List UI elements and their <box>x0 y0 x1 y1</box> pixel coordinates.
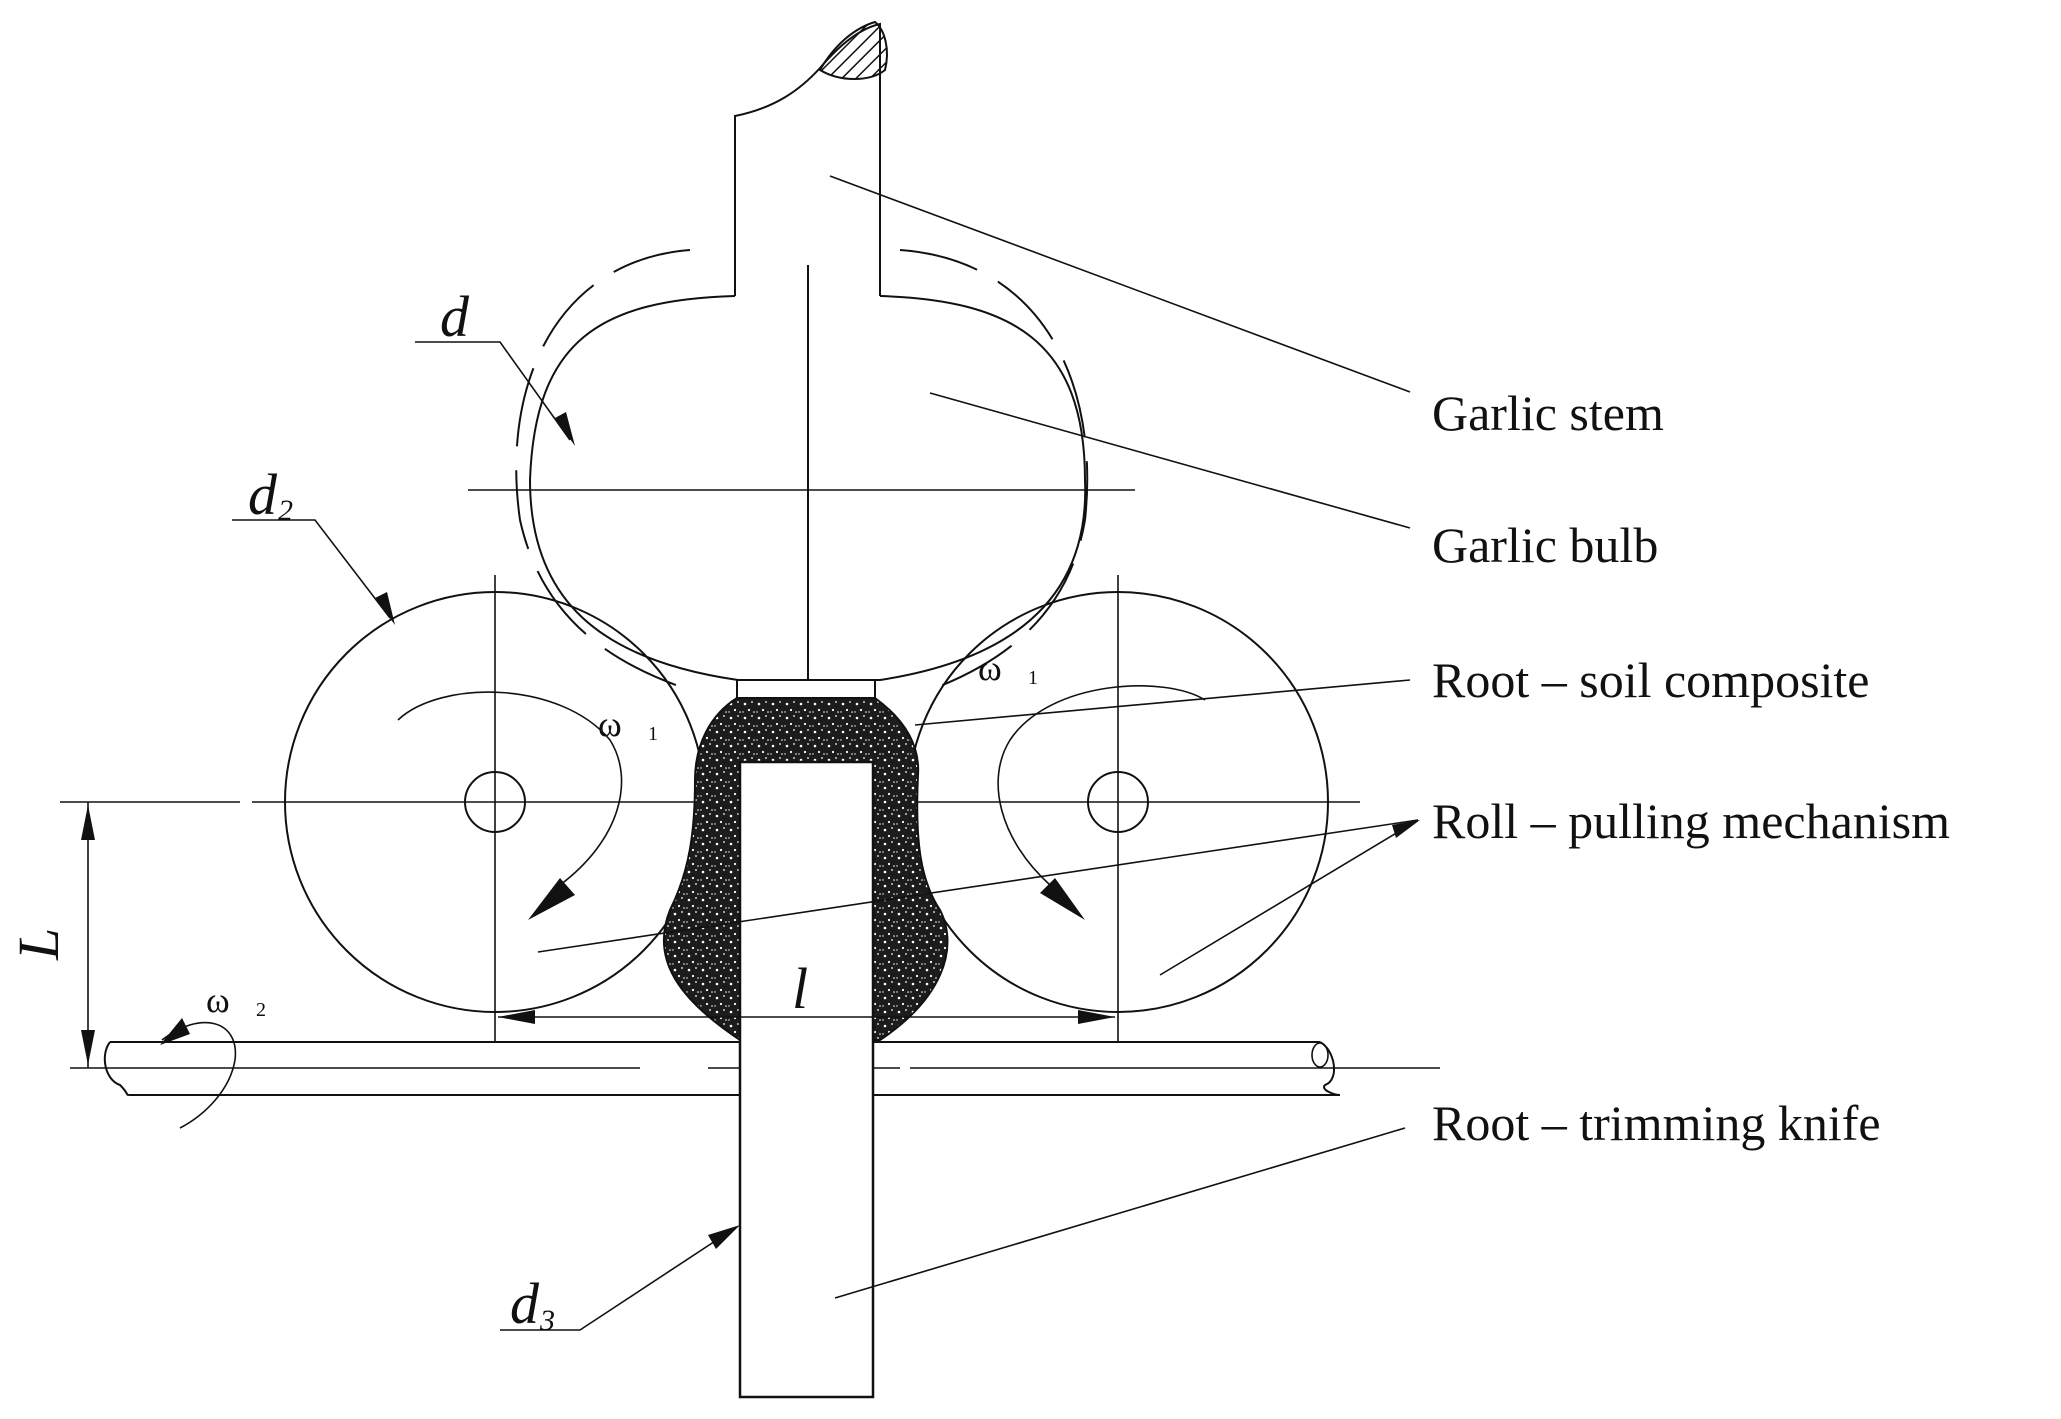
d3-leader <box>500 1227 736 1331</box>
symbol-omega2-sub: 2 <box>256 999 266 1021</box>
label-garlic-stem: Garlic stem <box>1432 385 1664 441</box>
garlic-bulb <box>468 249 1135 691</box>
dimension-L <box>81 802 95 1068</box>
dimension-l <box>498 1010 1115 1024</box>
garlic-bulb-leader <box>929 392 1411 529</box>
root-trimming-knife-leader <box>834 1127 1406 1299</box>
symbol-d3: d <box>510 1271 540 1336</box>
d2-leader <box>232 519 391 619</box>
roll-pulling-leader-1 <box>537 819 1419 953</box>
garlic-stem-leader <box>829 175 1411 393</box>
garlic-stem <box>734 20 888 296</box>
symbol-d3-sub: 3 <box>539 1304 555 1337</box>
d-leader <box>415 341 571 441</box>
stem-cut-hatch <box>818 20 888 80</box>
symbol-omega2: ω <box>206 980 230 1020</box>
bulb-outline-left-dashed <box>515 249 691 691</box>
shaft <box>70 1041 1440 1096</box>
symbol-omega1-left: ω <box>598 704 622 744</box>
symbol-omega1-right: ω <box>978 648 1002 688</box>
symbol-l: l <box>792 956 808 1021</box>
omega1-left-rotation-arc <box>397 691 623 886</box>
omega2-rotation-arc <box>161 1021 237 1129</box>
roller-right <box>907 575 1329 1042</box>
omega1-right-rotation-arc <box>997 685 1206 886</box>
symbol-L: L <box>6 928 71 961</box>
roller-left <box>284 575 706 1042</box>
label-root-trimming-knife: Root – trimming knife <box>1432 1095 1881 1151</box>
roll-pulling-leader-2 <box>1159 819 1419 976</box>
symbol-omega1-left-sub: 1 <box>648 723 658 745</box>
label-roll-pulling-mechanism: Roll – pulling mechanism <box>1432 793 1950 849</box>
omega2-arrowhead <box>160 1018 190 1045</box>
root-soil-composite-leader <box>914 679 1411 726</box>
symbol-omega1-right-sub: 1 <box>1028 667 1038 689</box>
root-trimming-knife <box>738 760 875 1399</box>
symbol-d2-sub: 2 <box>278 494 293 527</box>
label-root-soil-composite: Root – soil composite <box>1432 652 1870 708</box>
label-garlic-bulb: Garlic bulb <box>1432 517 1658 573</box>
symbol-d: d <box>440 284 470 349</box>
symbol-d2: d <box>248 462 278 527</box>
